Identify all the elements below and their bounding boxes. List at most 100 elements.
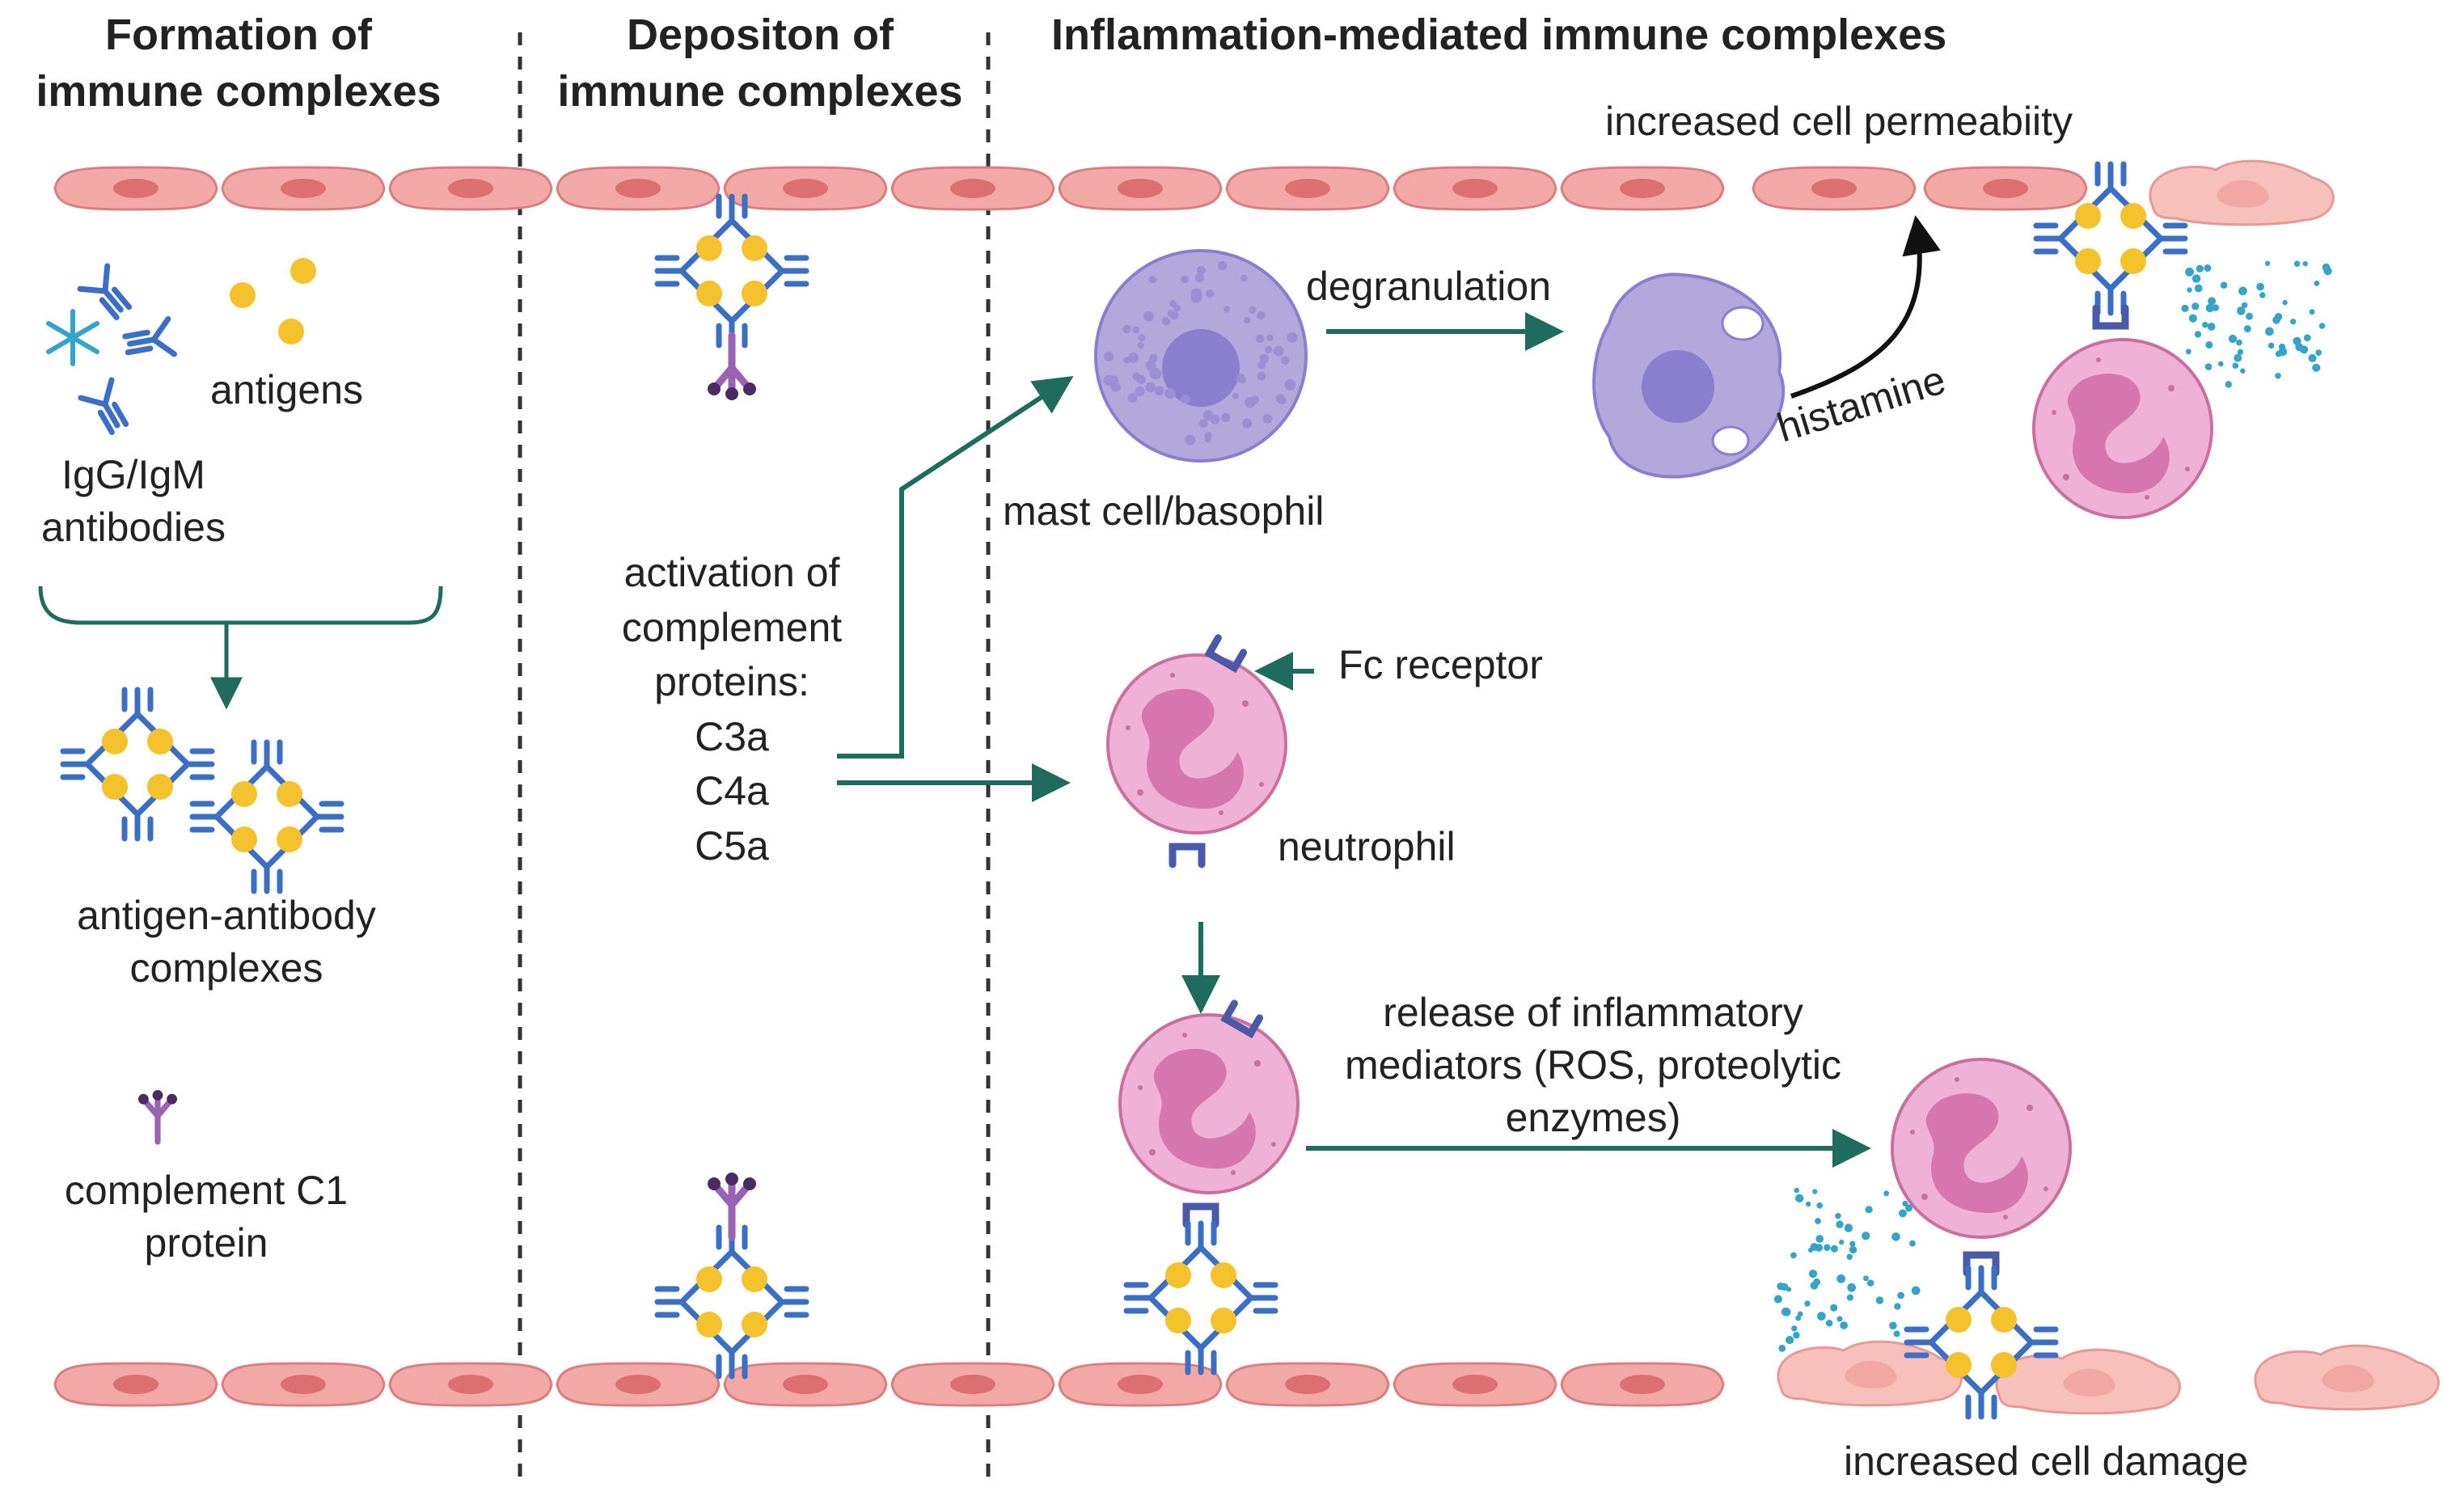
label-complement-c1: complement C1 protein bbox=[16, 1164, 396, 1270]
granule-dot bbox=[1255, 334, 1265, 344]
ros-particles-top bbox=[2181, 260, 2332, 388]
ros-dot bbox=[1816, 1202, 1824, 1209]
ros-dot bbox=[2208, 297, 2217, 306]
ros-dot bbox=[1830, 1304, 1838, 1312]
ros-dot bbox=[2293, 260, 2301, 268]
ros-dot bbox=[2309, 309, 2315, 315]
bottom-endothelium bbox=[53, 1340, 2440, 1415]
granule-dot bbox=[1249, 306, 1257, 314]
ros-dot bbox=[2240, 368, 2246, 374]
label-antibodies-line2: antibodies bbox=[41, 505, 226, 550]
ros-dot bbox=[1862, 1232, 1870, 1240]
granule-dot bbox=[1217, 261, 1228, 271]
granule-dot bbox=[1104, 351, 1114, 361]
ros-dot bbox=[2282, 299, 2288, 306]
granule-dot bbox=[1244, 317, 1251, 324]
header-formation-line2: immune complexes bbox=[36, 67, 442, 116]
granule-dot bbox=[1287, 332, 1298, 343]
ros-dot bbox=[1817, 1312, 1826, 1321]
histamine-arrow bbox=[1790, 215, 1941, 399]
granule-dot bbox=[1259, 353, 1270, 364]
ros-dot bbox=[2265, 327, 2274, 336]
ros-dot bbox=[2225, 381, 2232, 388]
header-deposition: Depositon of immune complexes bbox=[526, 6, 995, 120]
ros-dot bbox=[1909, 1240, 1916, 1247]
granule-dot bbox=[1148, 276, 1157, 284]
ros-dot bbox=[2188, 314, 2197, 323]
ros-dot bbox=[1830, 1245, 1838, 1253]
granule-dot bbox=[1256, 311, 1266, 320]
ros-dot bbox=[2204, 363, 2213, 370]
ros-dot bbox=[2264, 260, 2271, 266]
ros-dot bbox=[1899, 1209, 1907, 1218]
ros-dot bbox=[1808, 1247, 1814, 1253]
granule-dot bbox=[1202, 410, 1214, 421]
ros-dot bbox=[2236, 339, 2242, 346]
granule-dot bbox=[1145, 382, 1156, 393]
granule-dot bbox=[1181, 394, 1190, 404]
ros-dot bbox=[1815, 1218, 1821, 1224]
ros-dot bbox=[2220, 281, 2228, 289]
granule-dot bbox=[1135, 387, 1145, 397]
ros-dot bbox=[1862, 1275, 1869, 1282]
ros-dot bbox=[2315, 349, 2322, 356]
granule-dot bbox=[1232, 392, 1239, 399]
deposited-complex-bottom bbox=[657, 1228, 806, 1376]
ros-dot bbox=[1794, 1187, 1799, 1194]
ros-dot bbox=[2241, 302, 2248, 309]
granule-dot bbox=[1154, 386, 1164, 395]
ros-dot bbox=[2246, 312, 2254, 320]
ros-dot bbox=[1875, 1296, 1884, 1304]
ros-dot bbox=[1839, 1239, 1845, 1245]
ros-dot bbox=[1781, 1307, 1790, 1316]
ros-dot bbox=[1846, 1294, 1853, 1301]
top-endothelium bbox=[53, 159, 2335, 226]
label-release-line3: enzymes) bbox=[1505, 1095, 1681, 1140]
label-activation-line2: complement bbox=[621, 604, 843, 650]
ros-dot bbox=[2204, 264, 2212, 273]
ros-dot bbox=[2293, 337, 2298, 344]
ros-dot bbox=[2205, 303, 2215, 313]
ros-dot bbox=[1846, 1253, 1853, 1260]
ros-dot bbox=[2185, 267, 2194, 277]
header-inflammation: Inflammation-mediated immune complexes bbox=[1051, 11, 1947, 59]
label-antibodies-line1: IgG/IgM bbox=[61, 452, 205, 497]
granule-dot bbox=[1161, 317, 1171, 326]
label-mast-cell: mast cell/basophil bbox=[1003, 488, 1325, 534]
ros-dot bbox=[2314, 281, 2320, 286]
ros-dot bbox=[1778, 1344, 1786, 1352]
deposited-complex-top bbox=[657, 197, 806, 345]
label-activation-line3: proteins: bbox=[654, 659, 809, 704]
ros-dot bbox=[1849, 1245, 1858, 1254]
granule-dot bbox=[1250, 395, 1259, 404]
label-ag-ab-line1: antigen-antibody bbox=[77, 893, 376, 938]
ros-dot bbox=[1844, 1223, 1853, 1232]
ros-dot bbox=[1897, 1291, 1905, 1299]
ros-dot bbox=[1797, 1311, 1803, 1317]
label-c1-line2: protein bbox=[144, 1220, 268, 1266]
granule-dot bbox=[1190, 288, 1202, 300]
ros-dot bbox=[2312, 363, 2321, 372]
ros-dot bbox=[1865, 1206, 1873, 1214]
ros-dot bbox=[2308, 353, 2317, 362]
bound-neutrophil-icon bbox=[1118, 1013, 1300, 1194]
ros-dot bbox=[2232, 362, 2239, 370]
label-c5a: C5a bbox=[695, 822, 769, 868]
ros-dot bbox=[2303, 334, 2311, 342]
granule-dot bbox=[1138, 334, 1146, 342]
label-activation: activation of complement proteins: C3a C… bbox=[566, 546, 898, 873]
granule-dot bbox=[1204, 435, 1212, 443]
ros-dot bbox=[2275, 372, 2281, 379]
mast-cell-icon bbox=[1094, 249, 1308, 463]
granule-dot bbox=[1185, 434, 1196, 446]
ros-dot bbox=[2205, 340, 2213, 349]
ros-dot bbox=[2202, 321, 2208, 328]
ros-dot bbox=[1825, 1319, 1833, 1327]
granule-dot bbox=[1181, 275, 1189, 284]
complex-icon-1 bbox=[63, 690, 212, 839]
label-increased-damage: increased cell damage bbox=[1844, 1439, 2249, 1484]
neutrophil-icon bbox=[1106, 653, 1287, 835]
label-c1-line1: complement C1 bbox=[64, 1168, 349, 1213]
ros-dot bbox=[1812, 1189, 1818, 1194]
